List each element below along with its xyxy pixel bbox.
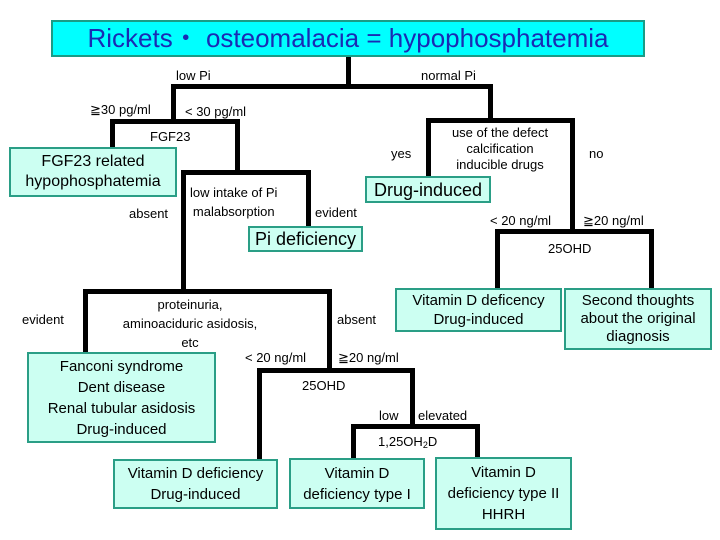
connector bbox=[351, 424, 356, 459]
connector bbox=[181, 170, 311, 175]
connector bbox=[649, 229, 654, 289]
label-yes: yes bbox=[391, 146, 412, 161]
label-left-lt20: < 20 ng/ml bbox=[245, 350, 307, 365]
box-line: Vitamin D deficency bbox=[412, 292, 545, 309]
connector bbox=[171, 84, 176, 122]
box-second-thoughts: Second thoughts about the original diagn… bbox=[564, 288, 712, 350]
connector bbox=[426, 118, 431, 177]
connector bbox=[110, 119, 240, 124]
connector bbox=[257, 368, 415, 373]
label-no: no bbox=[589, 146, 604, 161]
connector bbox=[327, 289, 332, 372]
box-line: FGF23 related bbox=[41, 153, 145, 170]
box-vitamin-d-type-2: Vitamin D deficiency type II HHRH bbox=[435, 457, 572, 530]
connector bbox=[235, 119, 240, 173]
label-line: malabsorption bbox=[192, 204, 275, 219]
label-drugs-question: use of the defect calcification inducibl… bbox=[434, 125, 566, 172]
connector bbox=[475, 424, 480, 458]
box-pi-deficiency: Pi deficiency bbox=[248, 226, 363, 252]
connector bbox=[410, 368, 415, 428]
box-line: HHRH bbox=[481, 506, 526, 523]
label-line: etc bbox=[181, 335, 199, 350]
label-line: use of the defect bbox=[451, 125, 549, 140]
label-absent-2: absent bbox=[337, 312, 377, 327]
connector bbox=[495, 229, 654, 234]
diagram-title: Rickets・ osteomalacia = hypophosphatemia bbox=[51, 20, 645, 57]
box-line: hypophosphatemia bbox=[25, 173, 161, 190]
connector bbox=[346, 57, 351, 88]
connector bbox=[306, 170, 311, 227]
label-fgf23: FGF23 bbox=[150, 129, 191, 144]
box-line: deficiency type I bbox=[303, 485, 411, 503]
label-fgf-ge30: ≧30 pg/ml bbox=[90, 102, 151, 117]
connector bbox=[171, 84, 493, 89]
label-right-ge20: ≧20 ng/ml bbox=[583, 213, 644, 228]
label-fgf-lt30: < 30 pg/ml bbox=[185, 104, 247, 119]
box-line: Drug-induced bbox=[433, 311, 524, 328]
connector bbox=[426, 118, 575, 123]
label-low: low bbox=[379, 408, 399, 423]
connector bbox=[83, 289, 88, 353]
label-line: low intake of Pi bbox=[190, 185, 278, 200]
box-vitamin-d-type-1: Vitamin D deficiency type I bbox=[289, 458, 425, 509]
box-line: Pi deficiency bbox=[254, 229, 357, 249]
label-line: calcification bbox=[466, 141, 534, 156]
box-line: Drug-induced bbox=[150, 486, 241, 503]
connector bbox=[257, 368, 262, 460]
connector bbox=[181, 170, 186, 294]
label-subscript: 2 bbox=[422, 440, 428, 450]
box-line: Fanconi syndrome bbox=[59, 357, 184, 375]
box-fgf23-related: FGF23 related hypophosphatemia bbox=[9, 147, 177, 197]
connector bbox=[570, 118, 575, 232]
box-line: Second thoughts bbox=[581, 292, 695, 309]
box-line: Vitamin D bbox=[324, 464, 390, 482]
label-evident: evident bbox=[315, 205, 357, 220]
label-elevated: elevated bbox=[418, 408, 468, 423]
label-absent: absent bbox=[129, 206, 169, 221]
connector bbox=[488, 84, 493, 122]
box-drug-induced: Drug-induced bbox=[365, 176, 491, 203]
label-right-lt20: < 20 ng/ml bbox=[490, 213, 552, 228]
box-vitamin-d-deficency-right: Vitamin D deficency Drug-induced bbox=[395, 288, 562, 332]
label-right-25ohd: 25OHD bbox=[548, 241, 592, 256]
label-left-ge20: ≧20 ng/ml bbox=[338, 350, 399, 365]
label-low-pi: low Pi bbox=[176, 68, 211, 83]
label-proteinuria: proteinuria, aminoaciduric asidosis, etc bbox=[105, 297, 275, 350]
label-part: 1,25OH bbox=[378, 434, 423, 449]
box-line: diagnosis bbox=[606, 328, 670, 345]
box-line: Drug-induced bbox=[373, 179, 483, 200]
box-line: deficiency type II bbox=[447, 485, 560, 502]
label-line: aminoaciduric asidosis, bbox=[122, 316, 258, 331]
label-evident-2: evident bbox=[22, 312, 64, 327]
connector bbox=[83, 289, 332, 294]
label-low-intake: low intake of Pi malabsorption bbox=[190, 185, 277, 219]
label-line: proteinuria, bbox=[157, 297, 223, 312]
connector bbox=[495, 229, 500, 289]
label-left-25ohd: 25OHD bbox=[302, 378, 346, 393]
box-line: Drug-induced bbox=[76, 420, 167, 438]
label-part: D bbox=[427, 434, 438, 449]
box-vitamin-d-deficiency-left: Vitamin D deficiency Drug-induced bbox=[113, 459, 278, 509]
box-line: Renal tubular asidosis bbox=[47, 399, 196, 417]
label-125ohd: 1,25OH2D bbox=[378, 434, 437, 453]
box-fanconi: Fanconi syndrome Dent disease Renal tubu… bbox=[27, 352, 216, 443]
connector bbox=[351, 424, 480, 429]
connector bbox=[110, 119, 115, 149]
label-line: inducible drugs bbox=[456, 157, 544, 172]
label-normal-pi: normal Pi bbox=[421, 68, 476, 83]
box-line: about the original bbox=[580, 310, 696, 327]
box-line: Vitamin D bbox=[471, 464, 536, 481]
box-line: Vitamin D deficiency bbox=[127, 465, 264, 482]
box-line: Dent disease bbox=[77, 378, 166, 396]
